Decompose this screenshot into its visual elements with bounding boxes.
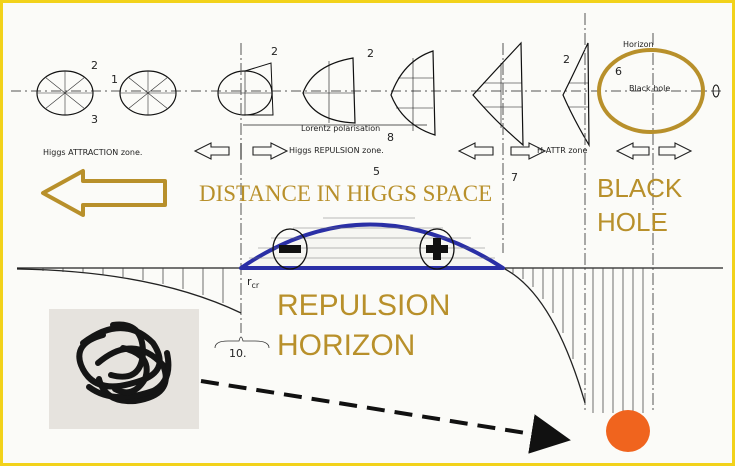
r-critical-label: rcr (247, 275, 260, 290)
bracket-10 (214, 336, 270, 349)
collapse-arrow (200, 379, 571, 454)
label-horizon: Horizon (623, 40, 654, 49)
minus-charge-icon (272, 228, 308, 270)
collapsed-particle (606, 410, 650, 452)
repulsion-horizon-line1: REPULSION (277, 289, 450, 322)
particle-deformed-2 (302, 57, 356, 124)
hatching-right (512, 268, 644, 413)
guide-lines (240, 13, 654, 413)
number-8: 8 (387, 131, 394, 144)
label-h-attr-zone: H-ATTR zone (537, 146, 587, 155)
tangled-strings-image (49, 309, 199, 429)
black-hole-label-line1: BLACK (597, 173, 683, 203)
particle-deformed-3 (390, 50, 436, 136)
number-2b: 2 (271, 45, 278, 58)
direction-arrow-icon (41, 169, 167, 217)
zone-arrows (193, 142, 693, 160)
number-1: 1 (111, 73, 118, 86)
label-repulsion-zone: Higgs REPULSION zone. (289, 146, 384, 155)
repulsion-dome (239, 217, 505, 270)
number-7: 7 (511, 171, 518, 184)
hatching-left (42, 268, 224, 303)
label-black-hole-small: Black hole (629, 84, 670, 93)
particle-deformed-1 (217, 62, 274, 116)
number-2d: 2 (563, 53, 570, 66)
label-attraction-zone: Higgs ATTRACTION zone. (43, 148, 142, 157)
distance-label: DISTANCE IN HIGGS SPACE (199, 181, 492, 206)
number-3: 3 (91, 113, 98, 126)
number-5: 5 (373, 165, 380, 178)
black-hole-ring (597, 48, 705, 134)
potential-curve-left (16, 268, 242, 314)
particle-deformed-4 (472, 41, 524, 147)
number-2a: 2 (91, 59, 98, 72)
number-2c: 2 (367, 47, 374, 60)
number-6: 6 (615, 65, 622, 78)
potential-curve-right (502, 267, 586, 404)
plus-charge-icon (419, 228, 455, 270)
particle-small (712, 84, 720, 98)
repulsion-horizon-line2: HORIZON (277, 329, 415, 362)
black-hole-label-line2: HOLE (597, 207, 668, 237)
particle-pair (36, 70, 177, 116)
number-10: 10. (229, 347, 247, 360)
label-lorentz: Lorentz polarisation (301, 124, 380, 133)
higgs-diagram: Horizon Black hole Lorentz polarisation … (11, 13, 723, 454)
